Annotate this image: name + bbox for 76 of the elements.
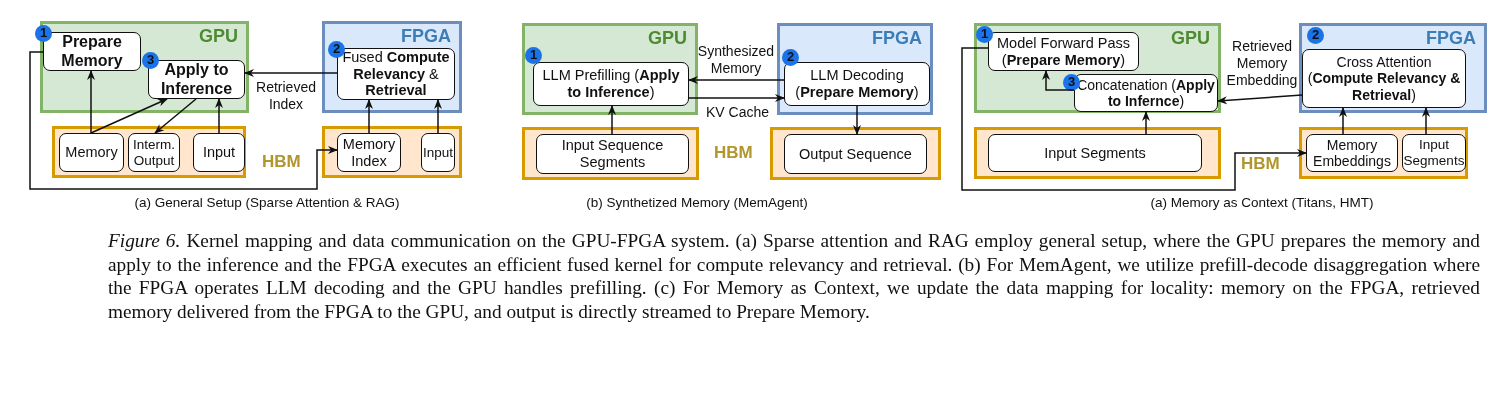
step-number-badge: 2 — [782, 49, 799, 66]
process-box — [988, 134, 1202, 172]
arrow — [154, 98, 197, 134]
box-label: Input — [423, 144, 453, 161]
arrow — [87, 70, 95, 134]
arrow — [434, 99, 442, 134]
box-label: Memory Index — [341, 135, 397, 170]
arrow — [90, 98, 168, 134]
arrow — [1339, 107, 1347, 135]
box-label: Input — [202, 144, 236, 161]
gpu-panel — [522, 23, 698, 115]
step-number-badge: 1 — [525, 47, 542, 64]
process-box — [784, 134, 927, 174]
box-label: Input Segments — [1044, 144, 1146, 162]
panel-title: FPGA — [872, 28, 922, 49]
panel-title: HBM — [262, 152, 301, 172]
gpu-panel — [974, 23, 1221, 113]
hbm-panel — [974, 127, 1221, 179]
arrow — [29, 51, 338, 190]
process-box — [193, 133, 245, 172]
hbm-panel — [1299, 127, 1468, 179]
box-label: LLM Decoding (Prepare Memory) — [794, 67, 920, 101]
subfigure-caption: (b) Synthetized Memory (MemAgent) — [586, 195, 808, 210]
hbm-panel — [322, 126, 462, 178]
box-label: Interm. Output — [132, 137, 176, 168]
process-box — [536, 134, 689, 174]
panel-title: FPGA — [1426, 28, 1476, 49]
box-label: Cross Attention (Compute Relevancy & Retrieval) — [1306, 54, 1462, 103]
arrow — [215, 98, 223, 134]
box-label: Input Segments — [1403, 137, 1465, 169]
box-label: Input Sequence Segments — [560, 137, 665, 171]
panel-title: GPU — [648, 28, 687, 49]
arrow — [1042, 70, 1075, 91]
box-label: Model Forward Pass (Prepare Memory) — [996, 34, 1131, 69]
step-number-badge: 1 — [35, 25, 52, 42]
arrow — [1217, 94, 1303, 105]
box-label: Apply to Inference — [159, 61, 234, 98]
box-label: Memory Embeddings — [1312, 136, 1392, 170]
box-label: Concatenation (Apply to Infernce) — [1076, 76, 1216, 110]
arrow — [688, 94, 785, 102]
arrow — [853, 105, 861, 135]
panel-title: HBM — [1241, 154, 1280, 174]
edge-label: Retrieved Memory Embedding — [1225, 38, 1299, 89]
process-box — [59, 133, 124, 172]
arrow — [961, 47, 1307, 191]
subfigure-caption: (a) General Setup (Sparse Attention & RAG) — [134, 195, 400, 210]
edge-label: KV Cache — [704, 104, 770, 121]
process-box — [1306, 134, 1398, 172]
figure-caption: Figure 6. Kernel mapping and data communication on the GPU-FPGA system. (a) Sparse attention and RAG employ general setup, where the GPU prepares the memory and apply to the inference and the FPGA executes an efficient fused kernel for compute relevancy and retrieval. (b) For MemAgent, we utilize prefill-decode disaggregation where the FPGA operates LLM decoding and the GPU handles prefilling. (c) For Memory as Context, we update the data mapping for locality: memory on the FPGA, retrieved memory delivered from the FPGA to the GPU, and output is directly streamed to Prepare Memory. — [108, 229, 1480, 323]
panel-title: HBM — [714, 143, 753, 163]
panel-title: GPU — [199, 26, 238, 47]
step-number-badge: 1 — [976, 26, 993, 43]
arrow — [1142, 111, 1150, 135]
arrow — [365, 99, 373, 134]
arrow — [244, 69, 338, 77]
box-label: Prepare Memory — [60, 33, 124, 70]
arrow — [1422, 107, 1430, 135]
hbm-panel — [770, 127, 941, 180]
arrow — [608, 105, 616, 135]
fpga-panel — [322, 21, 462, 113]
fpga-panel — [777, 23, 933, 115]
box-label: LLM Prefilling (Apply to Inference) — [541, 67, 681, 101]
subfigure-caption: (a) Memory as Context (Titans, HMT) — [1150, 195, 1374, 210]
fpga-panel — [1299, 23, 1487, 113]
step-number-badge: 2 — [1307, 27, 1324, 44]
edge-label: Retrieved Index — [255, 79, 317, 113]
arrow — [688, 76, 785, 84]
panel-title: GPU — [1171, 28, 1210, 49]
step-number-badge: 3 — [142, 52, 159, 69]
box-label: Output Sequence — [799, 145, 912, 163]
hbm-panel — [52, 126, 246, 178]
box-label: Memory — [65, 144, 118, 161]
hbm-panel — [522, 127, 699, 180]
process-box — [421, 133, 455, 172]
edge-label: Synthesized Memory — [696, 43, 776, 77]
panel-title: FPGA — [401, 26, 451, 47]
